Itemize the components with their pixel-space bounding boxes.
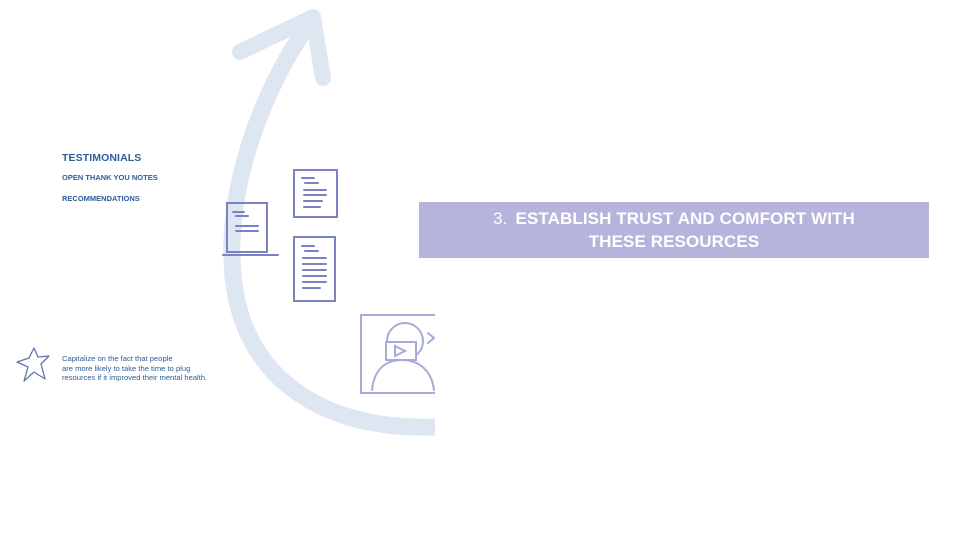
note-line: are more likely to take the time to plug <box>62 363 191 373</box>
testimonials-heading: TESTIMONIALS <box>62 152 142 164</box>
title-banner: 3. ESTABLISH TRUST AND COMFORT WITH THESE… <box>419 202 929 258</box>
document-icon <box>222 202 279 256</box>
testimonials-list: TESTIMONIALS OPEN THANK YOU NOTES RECOMM… <box>62 152 158 215</box>
title-line1: ESTABLISH TRUST AND COMFORT WITH <box>515 209 855 228</box>
title-number: 3. <box>493 209 508 228</box>
title-line2: THESE RESOURCES <box>588 232 760 251</box>
star-icon <box>16 347 50 382</box>
illustration <box>16 9 435 436</box>
document-icon <box>293 236 336 302</box>
curved-arrow-icon <box>223 9 435 436</box>
video-person-icon <box>360 314 435 394</box>
note-line: Capitalize on the fact that people <box>62 354 173 363</box>
list-item: OPEN THANK YOU NOTES <box>62 173 158 182</box>
list-item: RECOMMENDATIONS <box>62 194 140 203</box>
note-line: resources if it improved their mental he… <box>62 373 208 382</box>
title-line: 3. ESTABLISH TRUST AND COMFORT WITH <box>419 207 929 230</box>
document-icon <box>293 169 338 218</box>
note-text: Capitalize on the fact that people are m… <box>62 354 262 383</box>
